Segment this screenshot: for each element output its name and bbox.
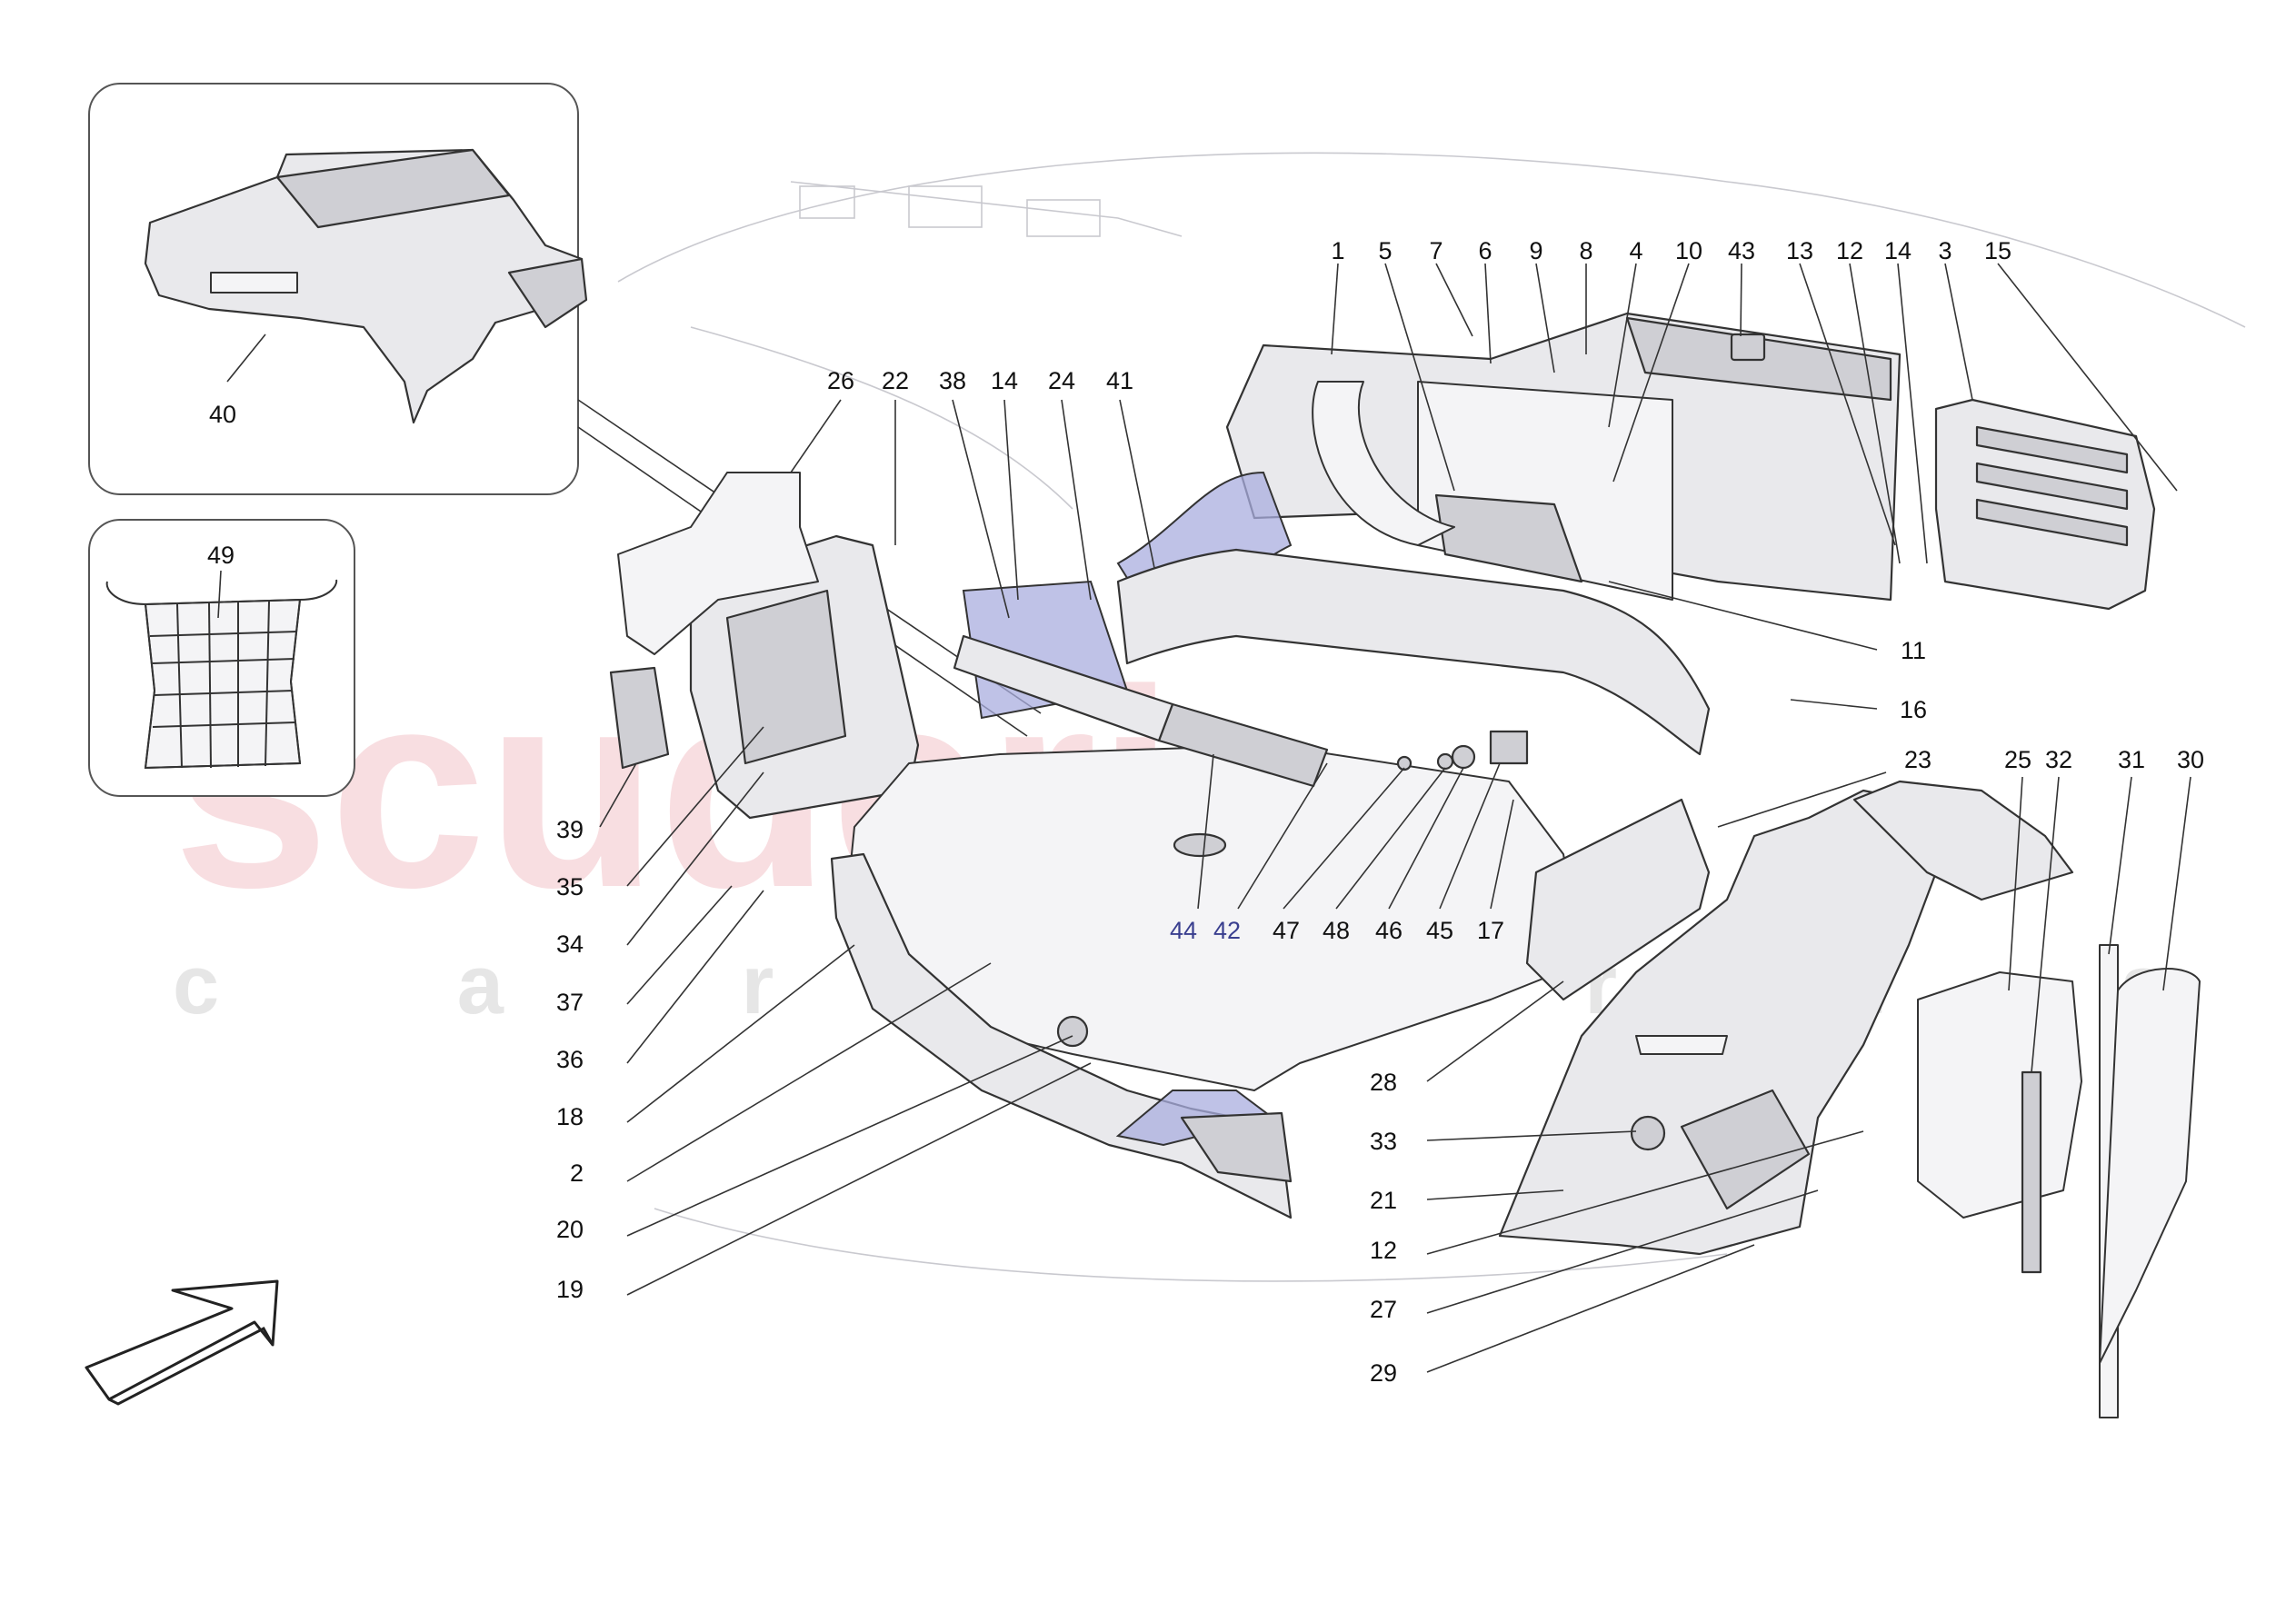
callout-41: 41	[1106, 367, 1133, 394]
callout-25: 25	[2004, 746, 2031, 773]
callout-47: 47	[1273, 917, 1300, 944]
callout-14: 14	[1884, 237, 1912, 264]
callout-44: 44	[1170, 917, 1197, 944]
callout-26: 26	[827, 367, 854, 394]
callout-16: 16	[1900, 696, 1927, 723]
callout-12: 12	[1836, 237, 1863, 264]
callout-19: 19	[556, 1276, 584, 1303]
callout-7: 7	[1429, 237, 1442, 264]
callout-24: 24	[1048, 367, 1075, 394]
callout-21: 21	[1370, 1187, 1397, 1214]
callout-39: 39	[556, 816, 584, 843]
callout-34: 34	[556, 930, 584, 958]
callout-1: 1	[1331, 237, 1344, 264]
callout-3: 3	[1938, 237, 1952, 264]
callout-9: 9	[1529, 237, 1542, 264]
callout-30: 30	[2177, 746, 2204, 773]
callout-45: 45	[1426, 917, 1453, 944]
callout-15: 15	[1984, 237, 2011, 264]
callout-38: 38	[939, 367, 966, 394]
cargo-net-icon	[105, 579, 338, 770]
callout-6: 6	[1478, 237, 1492, 264]
callout-32: 32	[2045, 746, 2072, 773]
trunk-assembly	[609, 312, 2201, 1418]
callout-42: 42	[1213, 917, 1241, 944]
callout-17: 17	[1477, 917, 1504, 944]
callout-23: 23	[1904, 746, 1932, 773]
callout-14: 14	[991, 367, 1018, 394]
callout-36: 36	[556, 1046, 584, 1073]
callout-12: 12	[1370, 1237, 1397, 1264]
callout-4: 4	[1629, 237, 1642, 264]
callout-27: 27	[1370, 1296, 1397, 1323]
callout-46: 46	[1375, 917, 1403, 944]
callout-11: 11	[1901, 637, 1926, 664]
leader-lines	[599, 263, 2191, 1373]
inset-49-panel: 49	[88, 519, 355, 797]
callout-20: 20	[556, 1216, 584, 1243]
callout-48: 48	[1323, 917, 1350, 944]
callout-49: 49	[207, 542, 235, 569]
callout-13: 13	[1786, 237, 1813, 264]
callout-33: 33	[1370, 1128, 1397, 1155]
callout-28: 28	[1370, 1069, 1397, 1096]
callout-10: 10	[1675, 237, 1702, 264]
callout-29: 29	[1370, 1359, 1397, 1387]
callout-18: 18	[556, 1103, 584, 1130]
callout-5: 5	[1378, 237, 1392, 264]
callout-31: 31	[2118, 746, 2145, 773]
callout-43: 43	[1728, 237, 1755, 264]
callout-40: 40	[209, 401, 236, 428]
callout-37: 37	[556, 989, 584, 1016]
arrow-icon	[85, 1279, 279, 1406]
callout-8: 8	[1579, 237, 1592, 264]
callout-22: 22	[882, 367, 909, 394]
callout-35: 35	[556, 873, 584, 901]
callout-2: 2	[570, 1159, 584, 1187]
inset-40-panel: 40	[88, 83, 588, 495]
